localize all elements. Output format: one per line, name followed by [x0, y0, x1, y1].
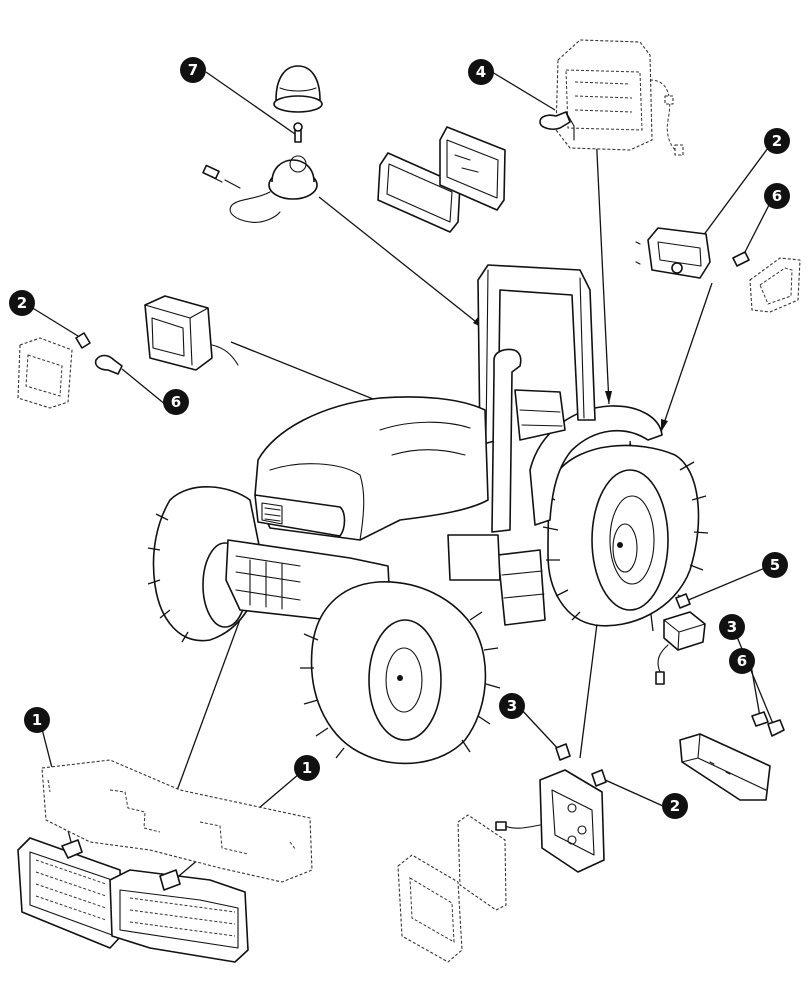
bulb-6-lower-right	[751, 711, 769, 727]
tractor	[147, 264, 709, 765]
relay-5	[655, 611, 706, 685]
callout-2c-label: 2	[670, 797, 680, 815]
callout-2-top-right: 2	[764, 128, 790, 154]
callout-6-top-right: 6	[764, 183, 790, 209]
rear-lamp-assembly	[495, 769, 605, 873]
callout-3a-label: 3	[727, 618, 737, 636]
callout-5-label: 5	[770, 556, 780, 574]
rear-lamp-cover	[397, 854, 463, 963]
callout-1-left: 1	[24, 707, 50, 733]
bulb-small-2-left	[75, 332, 91, 349]
callout-3b-label: 3	[507, 697, 517, 715]
callout-6b-label: 6	[171, 393, 181, 411]
headlight-right	[109, 869, 249, 963]
headlight-bulb-1a	[61, 839, 83, 859]
reflector-box	[679, 733, 771, 801]
lens-left	[17, 337, 73, 409]
callout-1b-label: 1	[302, 759, 312, 777]
roof-work-lamp-front	[439, 126, 506, 211]
roof-work-lamp-lens	[377, 152, 461, 233]
bulb-3-center	[555, 743, 571, 761]
callout-3-right: 3	[719, 614, 745, 640]
rear-lamp-lens	[457, 814, 507, 911]
callout-2a-label: 2	[772, 132, 782, 150]
beacon-bulb	[293, 122, 303, 143]
callout-1a-label: 1	[32, 711, 42, 729]
callout-4-label: 4	[476, 63, 486, 81]
callout-2-left: 2	[9, 290, 35, 316]
work-lamp-left	[144, 295, 239, 371]
callout-2b-label: 2	[17, 294, 27, 312]
callout-6-left: 6	[163, 389, 189, 415]
bulb-6-right	[732, 251, 750, 267]
callout-5: 5	[762, 552, 788, 578]
bulb-5	[675, 593, 691, 609]
callout-3-center: 3	[499, 693, 525, 719]
side-lamp-right	[635, 227, 711, 279]
callout-7: 7	[180, 57, 206, 83]
headlight-bulb-1b	[159, 869, 181, 891]
bulb-6-left	[94, 354, 123, 375]
callout-6c-label: 6	[737, 652, 747, 670]
callout-7-label: 7	[188, 61, 198, 79]
front-grille-bracket-dashed	[41, 759, 313, 883]
callout-6-right: 6	[729, 648, 755, 674]
callout-6a-label: 6	[772, 187, 782, 205]
side-lamp-lens-right	[749, 257, 801, 313]
rear-roof-lamp-dashed	[555, 39, 684, 156]
bulb-small-2-right	[671, 262, 683, 274]
bulb-4	[539, 111, 575, 141]
bulb-2-center	[591, 769, 607, 787]
beacon-base	[202, 155, 318, 223]
callout-1-right: 1	[294, 755, 320, 781]
beacon-lamp	[273, 65, 323, 113]
bulb-3-right	[767, 719, 785, 737]
callout-2-center: 2	[662, 793, 688, 819]
callout-4: 4	[468, 59, 494, 85]
